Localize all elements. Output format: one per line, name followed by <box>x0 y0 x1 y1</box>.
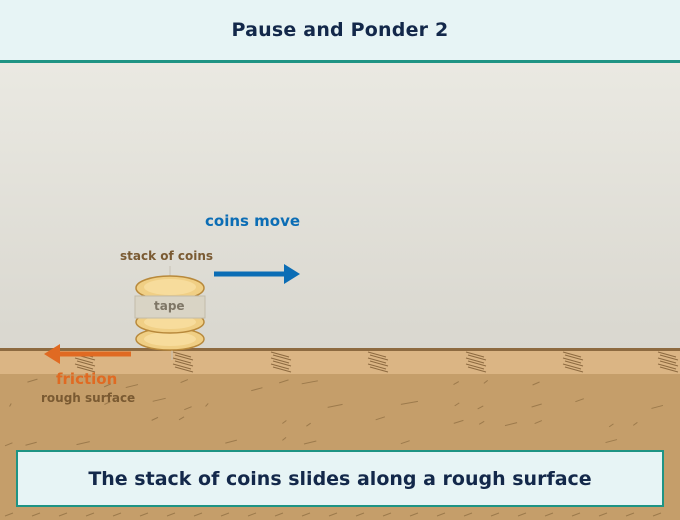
friction-arrow <box>44 344 131 364</box>
background <box>0 63 680 348</box>
tape-label: tape <box>154 299 185 313</box>
surface-hatch-marks <box>74 351 679 373</box>
motion-arrow <box>214 264 300 284</box>
header-bar: Pause and Ponder 2 <box>0 0 680 63</box>
coins-label: stack of coins <box>120 249 214 263</box>
coin-stack <box>134 275 206 351</box>
ground-texture <box>4 378 664 517</box>
caption-box: The stack of coins slides along a rough … <box>16 450 664 507</box>
motion-label: coins move <box>205 212 301 230</box>
surface-label: rough surface <box>41 391 136 405</box>
friction-label: friction <box>56 370 118 388</box>
tape-band <box>134 295 206 319</box>
caption-text: The stack of coins slides along a rough … <box>88 467 592 490</box>
page-title: Pause and Ponder 2 <box>231 19 449 41</box>
coin-top-face <box>144 279 196 295</box>
coin-bottom-face <box>144 332 196 346</box>
